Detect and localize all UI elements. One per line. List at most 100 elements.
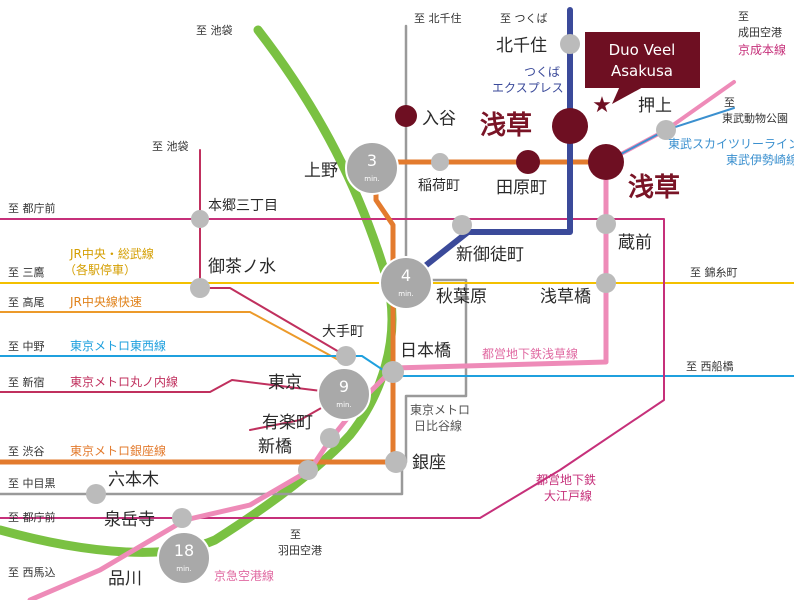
label-asakusa-tx: 浅草 — [480, 111, 532, 141]
dir-narita-1: 至 — [738, 10, 749, 23]
station-oshiage[interactable] — [656, 120, 676, 140]
line-label-tobu-2: 東武伊勢崎線 — [726, 152, 794, 167]
label-tawaramachi: 田原町 — [496, 178, 547, 198]
label-asakusa-main: 浅草 — [628, 173, 680, 203]
station-otemachi[interactable] — [336, 346, 356, 366]
property-name-line1: Duo Veel — [609, 41, 676, 59]
station-hongo[interactable] — [191, 210, 209, 228]
station-asakusa-tx[interactable] — [552, 108, 588, 144]
label-shinbashi: 新橋 — [258, 437, 292, 457]
line-label-oedo-2: 大江戸線 — [544, 488, 592, 503]
label-kuramae: 蔵前 — [618, 233, 652, 253]
direction-labels: 至 池袋 至 北千住 至 つくば 至 成田空港 至 東武動物公園 至 池袋 至 … — [8, 10, 788, 579]
hub-shinagawa[interactable]: 18 min. — [157, 531, 211, 585]
station-asakusa-main[interactable] — [588, 144, 624, 180]
dir-haneda-2: 羽田空港 — [278, 543, 322, 557]
line-label-keisei: 京成本線 — [738, 42, 786, 57]
label-roppongi: 六本木 — [108, 470, 159, 490]
station-tawaramachi[interactable] — [516, 150, 540, 174]
station-shinbashi[interactable] — [298, 460, 318, 480]
tozai-line — [0, 355, 794, 377]
station-kuramae[interactable] — [596, 214, 616, 234]
dir-nakameguro: 至 中目黒 — [8, 477, 56, 490]
label-sengakuji: 泉岳寺 — [104, 510, 155, 530]
marunouchi-line — [0, 379, 347, 431]
dir-nakano: 至 中野 — [8, 340, 45, 353]
hub-akihabara-time: 4 — [401, 266, 411, 285]
line-label-keikyu: 京急空港線 — [214, 568, 274, 583]
property-callout: Duo Veel Asakusa ★ — [585, 32, 700, 118]
hub-tokyo[interactable]: 9 min. — [317, 367, 371, 421]
label-otemachi: 大手町 — [322, 324, 364, 340]
label-iriya: 入谷 — [422, 109, 456, 129]
hub-ueno[interactable]: 3 min. — [345, 141, 399, 195]
dir-mitaka: 至 三鷹 — [8, 265, 45, 279]
oedo-line — [0, 218, 665, 519]
hub-ueno-unit: min. — [364, 175, 379, 183]
station-labels: 北千住 入谷 浅草 浅草 上野 稲荷町 田原町 押上 本郷三丁目 新御徒町 蔵前… — [104, 36, 680, 589]
chuo-rapid-line — [0, 311, 347, 365]
station-roppongi[interactable] — [86, 484, 106, 504]
hub-ueno-time: 3 — [367, 151, 377, 170]
station-kitasenju[interactable] — [560, 34, 580, 54]
label-hongo: 本郷三丁目 — [208, 198, 278, 214]
line-label-marunouchi: 東京メトロ丸ノ内線 — [70, 374, 178, 389]
station-yurakucho[interactable] — [320, 428, 340, 448]
station-ochanomizu[interactable] — [190, 278, 210, 298]
label-yurakucho: 有楽町 — [262, 413, 313, 433]
station-asakusabashi[interactable] — [596, 273, 616, 293]
line-label-tobu-1: 東武スカイツリーライン・ — [668, 137, 794, 151]
property-box[interactable] — [585, 32, 700, 88]
dir-narita-2: 成田空港 — [738, 25, 782, 39]
dir-kinshicho: 至 錦糸町 — [690, 265, 738, 279]
dir-haneda-1: 至 — [290, 528, 301, 541]
line-label-tozai: 東京メトロ東西線 — [70, 338, 166, 353]
label-shinokachimachi: 新御徒町 — [456, 245, 524, 265]
line-labels: つくば エクスプレス 京成本線 東武スカイツリーライン・ 東武伊勢崎線 JR中央… — [64, 42, 794, 583]
label-akihabara: 秋葉原 — [436, 287, 487, 307]
dir-zoo-1: 至 — [724, 96, 735, 109]
station-shinokachimachi[interactable] — [452, 215, 472, 235]
dir-takao: 至 高尾 — [8, 295, 45, 309]
hub-shinagawa-time: 18 — [174, 541, 194, 560]
callout-pointer — [612, 86, 645, 104]
hub-akihabara-unit: min. — [398, 290, 413, 298]
line-label-ginza: 東京メトロ銀座線 — [70, 443, 166, 458]
line-label-chuo-rapid: JR中央線快速 — [69, 294, 142, 309]
line-label-chuo-sobu-2: （各駅停車） — [64, 262, 136, 277]
label-ginza: 銀座 — [412, 453, 446, 473]
label-oshiage: 押上 — [638, 96, 672, 116]
station-iriya[interactable] — [395, 105, 417, 127]
station-sengakuji[interactable] — [172, 508, 192, 528]
line-label-hibiya-1: 東京メトロ — [410, 403, 470, 417]
station-nihonbashi[interactable] — [382, 361, 404, 383]
label-nihonbashi: 日本橋 — [400, 341, 451, 361]
property-name-line2: Asakusa — [611, 62, 673, 80]
label-asakusabashi: 浅草橋 — [540, 287, 591, 307]
dir-shibuya: 至 渋谷 — [8, 445, 45, 458]
line-label-asakusa: 都営地下鉄浅草線 — [482, 346, 578, 361]
dir-nishifunabashi: 至 西船橋 — [686, 359, 734, 373]
dir-tochomae-top: 至 都庁前 — [8, 201, 56, 215]
line-label-tsukuba-2: エクスプレス — [492, 81, 564, 95]
hub-shinagawa-unit: min. — [176, 565, 191, 573]
hub-akihabara[interactable]: 4 min. — [379, 256, 433, 310]
hub-tokyo-unit: min. — [336, 401, 351, 409]
dir-tsukuba: 至 つくば — [500, 12, 548, 25]
label-inaricho: 稲荷町 — [418, 178, 460, 194]
label-ochanomizu: 御茶ノ水 — [208, 257, 276, 277]
label-kitasenju: 北千住 — [496, 36, 547, 56]
line-label-hibiya-2: 日比谷線 — [414, 418, 462, 433]
line-label-oedo-1: 都営地下鉄 — [536, 472, 596, 487]
dir-zoo-2: 東武動物公園 — [722, 111, 788, 125]
dir-kitasenju: 至 北千住 — [414, 11, 462, 25]
dir-tochomae-bottom: 至 都庁前 — [8, 510, 56, 524]
station-inaricho[interactable] — [431, 153, 449, 171]
nearby-stations — [395, 105, 624, 180]
dir-ikebukuro-top: 至 池袋 — [196, 23, 233, 37]
station-ginza[interactable] — [385, 451, 407, 473]
label-ueno: 上野 — [304, 161, 338, 181]
label-tokyo: 東京 — [268, 373, 302, 393]
travel-time-hubs: 3 min. 4 min. 9 min. 18 min. — [157, 141, 433, 585]
